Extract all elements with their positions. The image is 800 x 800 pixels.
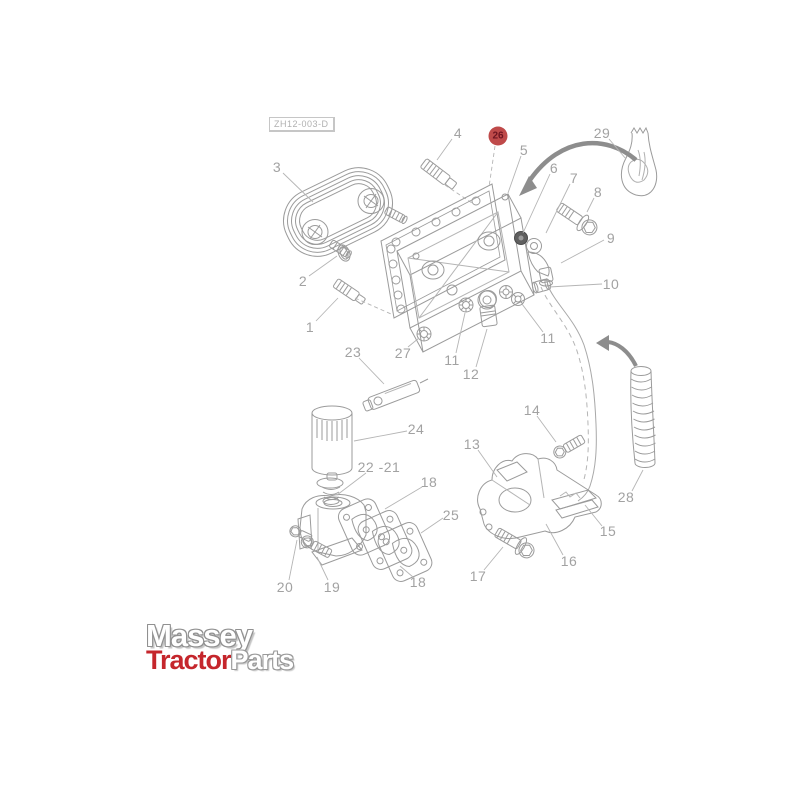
leader-line-12	[475, 328, 488, 368]
callout-25: 25	[442, 507, 460, 523]
leader-line-6	[522, 173, 551, 234]
hose-drawing	[540, 283, 597, 502]
leader-line-22-21	[336, 472, 367, 496]
callout-6: 6	[549, 160, 559, 176]
leader-line-27	[407, 337, 420, 348]
bolt-8-drawing	[556, 202, 598, 236]
leader-line-2	[308, 255, 338, 277]
callout-18a: 18	[420, 474, 438, 490]
leader-line-17	[483, 546, 504, 571]
callout-7: 7	[569, 170, 579, 186]
leader-line-18b	[399, 565, 414, 578]
callout-2: 2	[298, 273, 308, 289]
leader-line-20	[288, 539, 298, 581]
brand-logo: Massey TractorParts	[146, 618, 295, 675]
bolt-14-drawing	[553, 434, 586, 459]
sealant-tube-drawing	[620, 126, 658, 197]
leader-line-26	[488, 145, 496, 188]
callout-22-21: 22 -21	[357, 459, 401, 475]
callout-28: 28	[617, 489, 635, 505]
oil-filter-drawing	[311, 405, 353, 505]
adapter-gaskets-drawing	[337, 498, 433, 582]
elbow-fitting-drawing	[526, 238, 554, 287]
leader-line-28	[631, 469, 644, 492]
plug-10-drawing	[531, 278, 552, 294]
callout-15: 15	[599, 523, 617, 539]
coil-arrow-icon	[596, 335, 638, 367]
leader-line-11a	[455, 312, 466, 354]
leader-line-23	[358, 357, 385, 385]
leader-line-15	[584, 504, 603, 527]
callout-23: 23	[344, 344, 362, 360]
callout-8: 8	[593, 184, 603, 200]
leader-line-10	[548, 283, 603, 288]
brand-logo-line1: Massey	[146, 618, 253, 653]
grommet-drawing	[514, 231, 528, 245]
callout-3: 3	[272, 159, 282, 175]
callout-leader-lines	[282, 138, 644, 581]
nuts-drawing	[416, 285, 525, 342]
gasket-drawing	[380, 183, 506, 319]
callout-19: 19	[323, 579, 341, 595]
leader-line-29	[608, 138, 627, 160]
bolt-17-drawing	[494, 527, 535, 559]
brand-logo-tractor: Tractor	[146, 645, 232, 675]
cover-plate-drawing	[396, 193, 535, 353]
leader-line-13	[477, 449, 498, 478]
callout-10: 10	[602, 276, 620, 292]
callout-11a: 11	[444, 352, 460, 368]
leader-line-25	[420, 517, 444, 534]
callout-26: 26	[488, 126, 508, 146]
leader-line-19	[316, 556, 329, 581]
leader-line-16	[545, 523, 564, 556]
coil-wrap-drawing	[630, 366, 656, 468]
callout-14: 14	[523, 402, 541, 418]
callout-17: 17	[469, 568, 487, 584]
callout-13: 13	[463, 436, 481, 452]
callout-11b: 11	[540, 330, 556, 346]
brand-logo-parts: Parts	[230, 645, 295, 675]
callout-20: 20	[276, 579, 294, 595]
stud-bolt-4-drawing	[420, 158, 457, 190]
leader-line-14	[536, 415, 557, 443]
stud-bolt-1-drawing	[333, 278, 366, 305]
leader-line-4	[436, 138, 453, 161]
leader-line-9	[560, 239, 605, 264]
leader-line-3	[282, 172, 314, 203]
leader-line-18a	[384, 486, 423, 510]
sealant-arrow-icon	[519, 140, 638, 196]
callout-12: 12	[462, 366, 480, 382]
callout-1: 1	[305, 319, 315, 335]
leader-line-7	[545, 183, 571, 234]
bracket-drawing	[362, 378, 429, 412]
leader-line-1	[315, 297, 339, 322]
callout-24: 24	[407, 421, 425, 437]
callout-5: 5	[519, 142, 529, 158]
diagram-code-label: ZH12-003-D	[269, 117, 335, 132]
leader-line-5	[507, 155, 522, 194]
filter-head-drawing	[289, 494, 367, 566]
housing-drawing	[477, 453, 602, 539]
callout-4: 4	[453, 125, 463, 141]
callout-16: 16	[560, 553, 578, 569]
o-ring-drawing	[337, 244, 351, 262]
callout-18b: 18	[409, 574, 427, 590]
callout-27: 27	[394, 345, 412, 361]
brand-logo-line2: TractorParts	[146, 645, 295, 675]
leader-line-24	[353, 430, 408, 442]
plug-12-drawing	[479, 290, 498, 328]
callout-29: 29	[593, 125, 611, 141]
leader-line-11b	[521, 303, 544, 333]
callout-9: 9	[606, 230, 616, 246]
leader-line-8	[586, 197, 595, 213]
